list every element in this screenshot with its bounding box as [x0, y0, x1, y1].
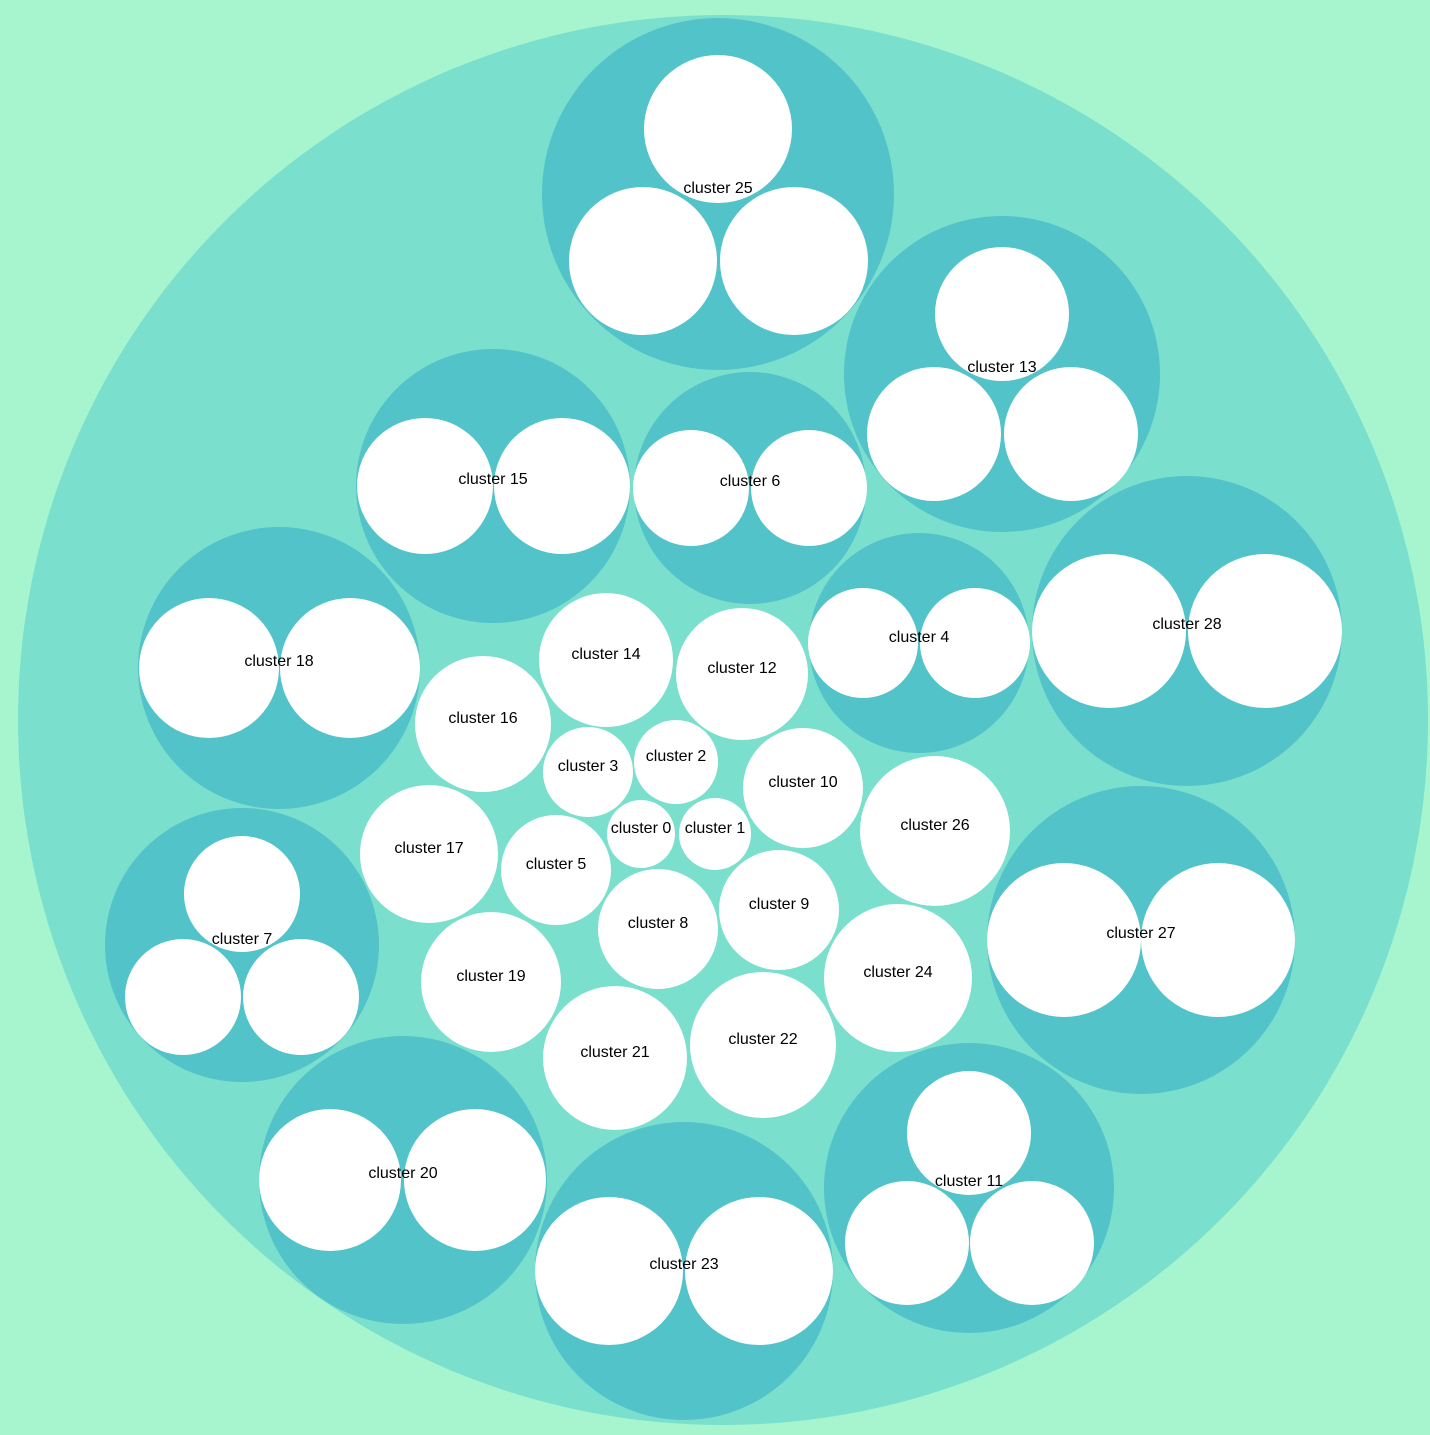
cluster-11-leaf-1[interactable]: [907, 1071, 1031, 1195]
cluster-21-circle[interactable]: [543, 986, 687, 1130]
cluster-26-circle[interactable]: [860, 756, 1010, 906]
cluster-28-leaf-2[interactable]: [1188, 554, 1342, 708]
cluster-14-group: cluster 14: [539, 593, 673, 727]
cluster-7-leaf-2[interactable]: [125, 939, 241, 1055]
cluster-18-group: cluster 18: [138, 527, 420, 809]
cluster-4-leaf-2[interactable]: [920, 588, 1030, 698]
cluster-11-leaf-3[interactable]: [970, 1181, 1094, 1305]
cluster-21-group: cluster 21: [543, 986, 687, 1130]
cluster-25-leaf-2[interactable]: [569, 187, 717, 335]
cluster-16-group: cluster 16: [415, 656, 551, 792]
cluster-7-group: cluster 7: [105, 808, 379, 1082]
cluster-23-leaf-2[interactable]: [685, 1197, 833, 1345]
cluster-7-leaf-1[interactable]: [184, 836, 300, 952]
cluster-27-group: cluster 27: [987, 786, 1295, 1094]
cluster-6-leaf-2[interactable]: [751, 430, 867, 546]
cluster-19-group: cluster 19: [421, 912, 561, 1052]
cluster-28-leaf-1[interactable]: [1032, 554, 1186, 708]
cluster-22-circle[interactable]: [690, 972, 836, 1118]
cluster-15-group: cluster 15: [356, 349, 630, 623]
cluster-0-group: cluster 0: [607, 800, 675, 868]
cluster-10-group: cluster 10: [743, 728, 863, 848]
cluster-20-circle[interactable]: [259, 1036, 547, 1324]
cluster-18-leaf-2[interactable]: [280, 598, 420, 738]
cluster-19-circle[interactable]: [421, 912, 561, 1052]
cluster-6-leaf-1[interactable]: [633, 430, 749, 546]
cluster-6-circle[interactable]: [634, 372, 866, 604]
cluster-0-circle[interactable]: [607, 800, 675, 868]
cluster-6-group: cluster 6: [633, 372, 867, 604]
cluster-17-group: cluster 17: [360, 785, 498, 923]
cluster-17-circle[interactable]: [360, 785, 498, 923]
cluster-23-circle[interactable]: [535, 1122, 833, 1420]
cluster-24-group: cluster 24: [824, 904, 972, 1052]
cluster-27-leaf-1[interactable]: [987, 863, 1141, 1017]
cluster-23-group: cluster 23: [535, 1122, 833, 1420]
cluster-1-circle[interactable]: [679, 798, 751, 870]
cluster-27-leaf-2[interactable]: [1141, 863, 1295, 1017]
cluster-15-leaf-2[interactable]: [494, 418, 630, 554]
cluster-20-leaf-2[interactable]: [404, 1109, 546, 1251]
cluster-2-circle[interactable]: [634, 720, 718, 804]
cluster-13-leaf-1[interactable]: [935, 247, 1069, 381]
cluster-25-group: cluster 25: [542, 18, 894, 370]
cluster-28-group: cluster 28: [1032, 476, 1342, 786]
cluster-13-group: cluster 13: [844, 216, 1160, 532]
cluster-20-group: cluster 20: [259, 1036, 547, 1324]
cluster-11-group: cluster 11: [824, 1043, 1114, 1333]
cluster-12-group: cluster 12: [676, 608, 808, 740]
cluster-23-leaf-1[interactable]: [535, 1197, 683, 1345]
cluster-28-circle[interactable]: [1032, 476, 1342, 786]
cluster-1-group: cluster 1: [679, 798, 751, 870]
cluster-4-group: cluster 4: [808, 533, 1030, 753]
cluster-11-leaf-2[interactable]: [845, 1181, 969, 1305]
cluster-9-group: cluster 9: [719, 850, 839, 970]
cluster-16-circle[interactable]: [415, 656, 551, 792]
cluster-14-circle[interactable]: [539, 593, 673, 727]
cluster-13-leaf-3[interactable]: [1004, 367, 1138, 501]
cluster-24-circle[interactable]: [824, 904, 972, 1052]
cluster-12-circle[interactable]: [676, 608, 808, 740]
cluster-9-circle[interactable]: [719, 850, 839, 970]
cluster-2-group: cluster 2: [634, 720, 718, 804]
cluster-8-group: cluster 8: [598, 869, 718, 989]
cluster-3-group: cluster 3: [543, 727, 633, 817]
cluster-5-group: cluster 5: [501, 815, 611, 925]
cluster-3-circle[interactable]: [543, 727, 633, 817]
cluster-26-group: cluster 26: [860, 756, 1010, 906]
cluster-15-leaf-1[interactable]: [357, 418, 493, 554]
cluster-7-leaf-3[interactable]: [243, 939, 359, 1055]
cluster-20-leaf-1[interactable]: [259, 1109, 401, 1251]
cluster-22-group: cluster 22: [690, 972, 836, 1118]
cluster-13-leaf-2[interactable]: [867, 367, 1001, 501]
cluster-25-leaf-3[interactable]: [720, 187, 868, 335]
cluster-4-leaf-1[interactable]: [808, 588, 918, 698]
cluster-25-leaf-1[interactable]: [644, 55, 792, 203]
cluster-4-circle[interactable]: [809, 533, 1029, 753]
cluster-10-circle[interactable]: [743, 728, 863, 848]
cluster-5-circle[interactable]: [501, 815, 611, 925]
cluster-8-circle[interactable]: [598, 869, 718, 989]
cluster-18-leaf-1[interactable]: [139, 598, 279, 738]
